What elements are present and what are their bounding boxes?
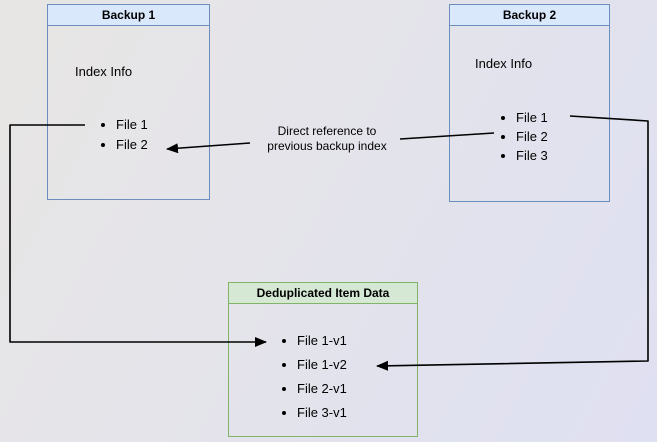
- file-item: File 2-v1: [297, 377, 347, 401]
- file-item: File 1: [116, 115, 148, 135]
- backup2-title: Backup 2: [450, 5, 609, 26]
- file-item: File 3: [516, 146, 548, 165]
- dedup-file-list: File 1-v1File 1-v2File 2-v1File 3-v1: [279, 329, 347, 425]
- deduplicated-item-data-title: Deduplicated Item Data: [229, 283, 417, 304]
- deduplicated-item-data-box: Deduplicated Item Data File 1-v1File 1-v…: [228, 282, 418, 437]
- file-item: File 1: [516, 108, 548, 127]
- backup1-index-info-heading: Index Info: [75, 64, 133, 79]
- file-item: File 3-v1: [297, 401, 347, 425]
- backup2-file-list: File 1File 2File 3: [498, 108, 548, 165]
- edge-label-line2: previous backup index: [267, 139, 387, 153]
- file-item: File 1-v2: [297, 353, 347, 377]
- file-item: File 2: [116, 135, 148, 155]
- edge-label-line1: Direct reference to: [277, 124, 377, 138]
- file-item: File 1-v1: [297, 329, 347, 353]
- backup2-index-info-heading: Index Info: [475, 56, 533, 71]
- backup1-file-list: File 1File 2: [98, 115, 148, 155]
- file-item: File 2: [516, 127, 548, 146]
- direct-reference-edge-label: Direct reference to previous backup inde…: [232, 124, 422, 154]
- backup1-box: Backup 1 Index Info File 1File 2: [47, 4, 210, 200]
- backup2-box: Backup 2 Index Info File 1File 2File 3: [449, 4, 610, 202]
- backup1-title: Backup 1: [48, 5, 209, 26]
